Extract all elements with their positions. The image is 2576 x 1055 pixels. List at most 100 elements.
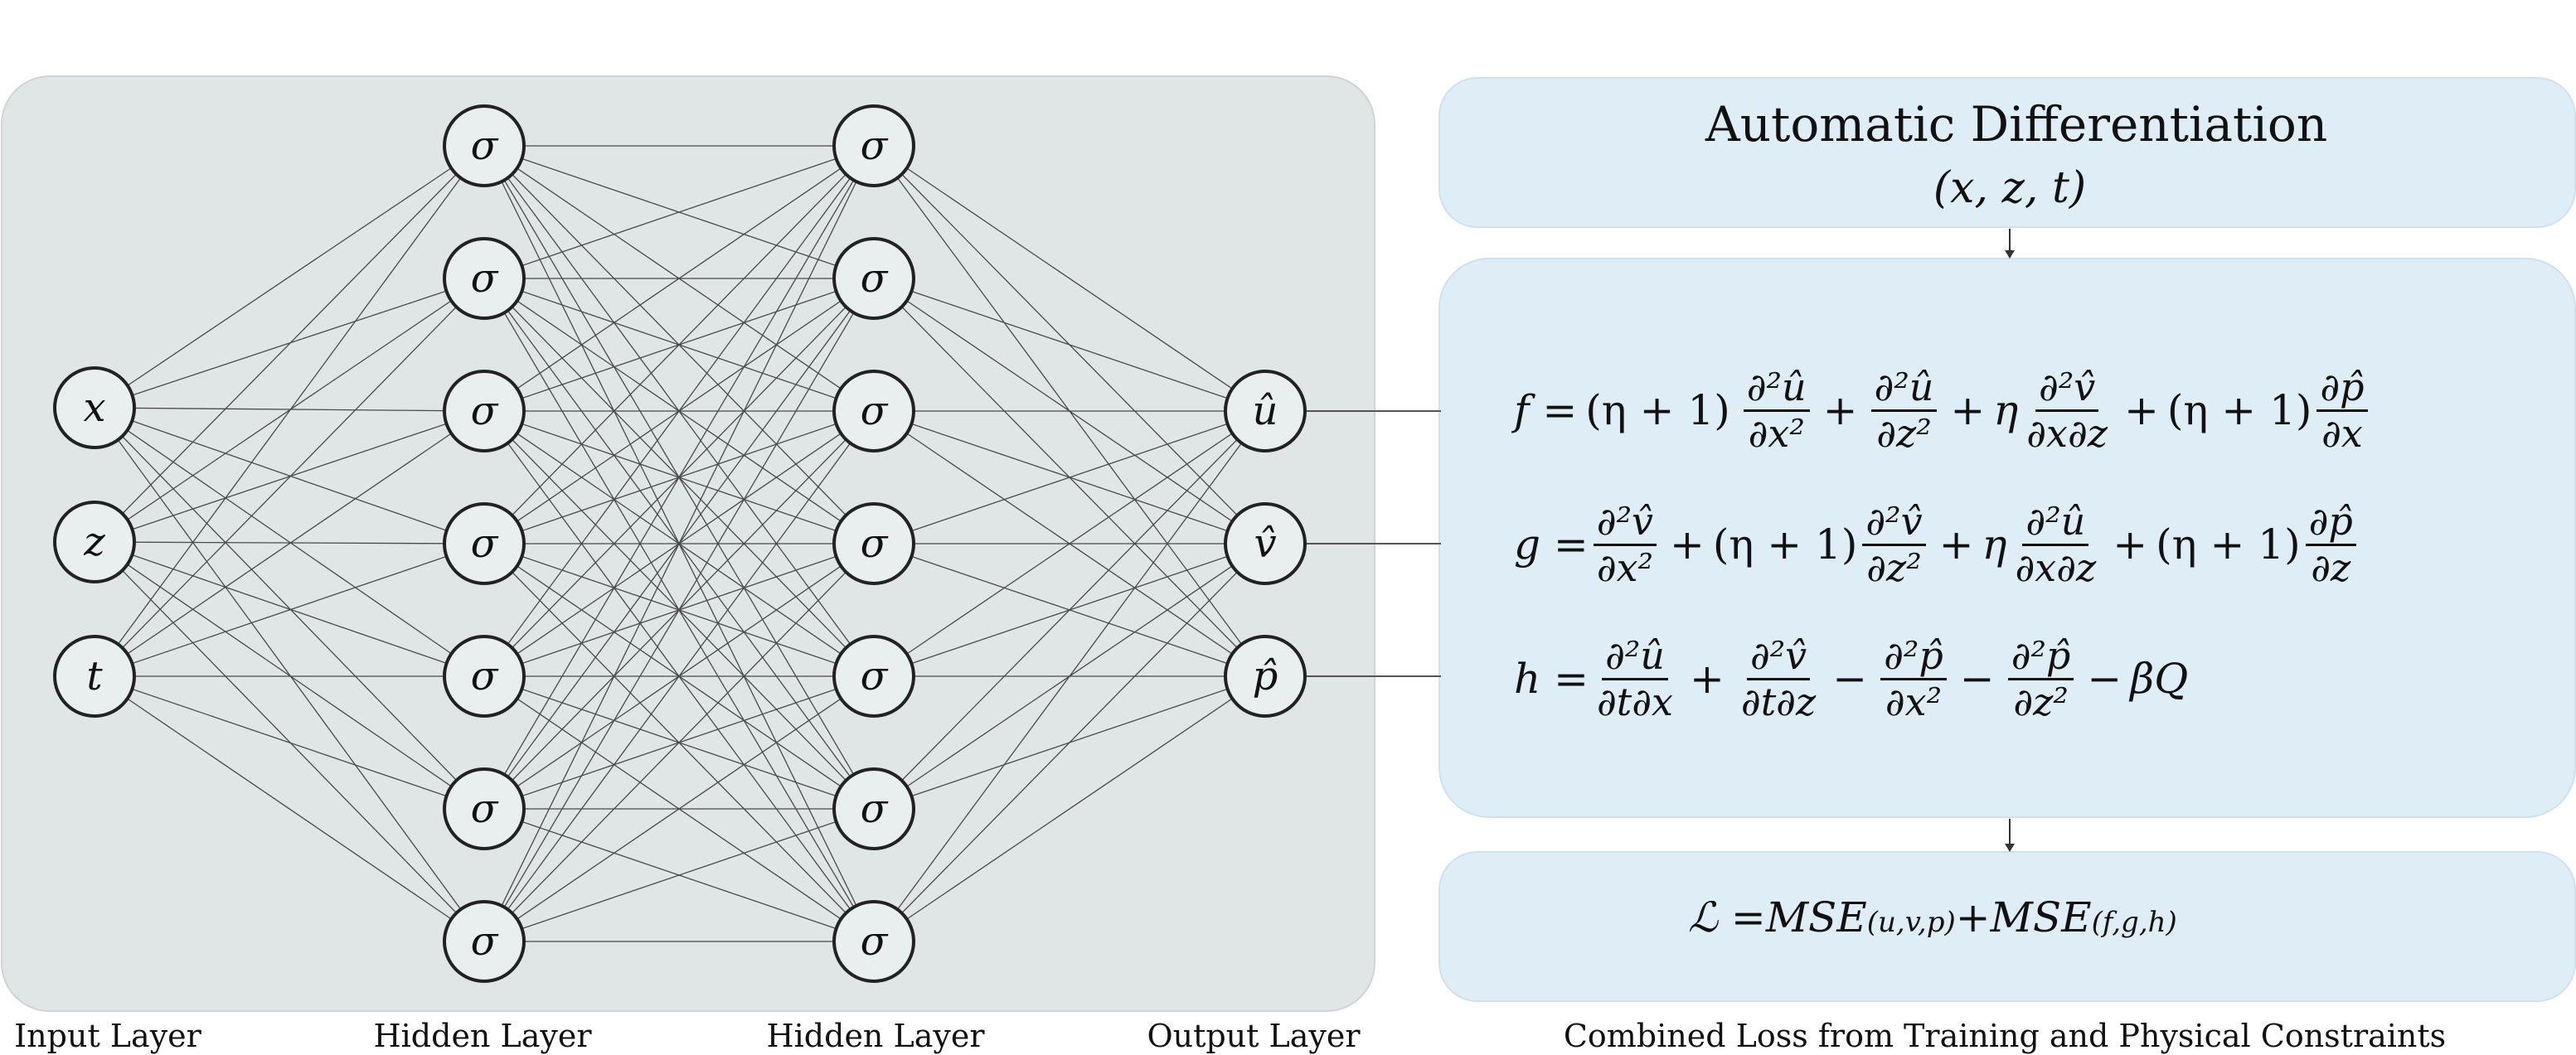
node-label: x [83,385,105,431]
eq-h-term4: ∂²p̂∂z² [2007,636,2074,722]
loss-equation: ℒ = MSE(u,v,p) + MSE(f,g,h) [1688,893,2177,941]
node-circle [53,635,136,718]
eq-h-term3: ∂²p̂∂x² [1880,636,1947,722]
loss-mse-physics: MSE [1990,893,2092,941]
eq-f-lhs: f = [1514,386,1578,434]
eq-f-term1: ∂²û∂x² [1743,367,1810,453]
edge [483,145,875,810]
autodiff-inputs: (x, z, t) [1933,163,2086,213]
output-node: v̂ [1224,502,1307,585]
edge [94,541,485,677]
hidden1-node: σ [443,635,526,718]
eq-h-term2: ∂²v̂∂t∂z [1740,633,1817,724]
node-label: p̂ [1253,653,1278,699]
edge [873,278,1266,412]
hidden2-node: σ [832,237,915,320]
edge [94,145,485,409]
eq-g-lhs: g = [1514,520,1589,569]
edge [94,145,485,543]
node-circle [832,104,915,187]
edge [94,407,485,810]
edge [873,410,1266,810]
node-circle [443,767,526,850]
node-circle [1224,635,1307,718]
node-circle [53,366,136,449]
eq-g-term2: ∂²v̂∂z² [1862,501,1926,588]
equations-panel [1438,258,2576,818]
eq-h-lhs: h = [1514,655,1589,703]
edge [873,543,1266,942]
node-circle [443,502,526,585]
output-links [1305,410,1441,677]
edge [94,407,485,412]
edge [483,278,875,942]
node-label: v̂ [1254,520,1276,567]
input-layer-label: Input Layer [14,1018,201,1054]
node-label: σ [861,388,889,434]
edge [94,410,485,543]
node-circle [832,900,915,983]
node-circle [832,237,915,320]
hidden2-node: σ [832,104,915,187]
edge [94,145,485,677]
node-circle [832,767,915,850]
output-node: û [1224,370,1307,452]
hidden-layer-2-label: Hidden Layer [767,1018,986,1054]
node-label: σ [471,786,499,832]
node-label: t [86,653,103,699]
hidden1-node: σ [443,900,526,983]
loss-sub-data: (u,v,p) [1866,906,1956,939]
node-circle [443,237,526,320]
hidden2-node: σ [832,502,915,585]
node-label: σ [471,520,499,567]
equation-h: h = ∂²û∂t∂x + ∂²v̂∂t∂z − ∂²p̂∂x² − ∂²p̂∂… [1514,633,2189,724]
edge [94,675,485,810]
arrow-head-1 [2005,250,2015,259]
edge [483,145,875,412]
node-label: σ [471,255,499,302]
edge [483,145,875,279]
hidden1-node: σ [443,104,526,187]
loss-caption: Combined Loss from Training and Physical… [1564,1018,2446,1054]
hidden1-node: σ [443,370,526,452]
eq-f-term2: ∂²û∂z² [1870,367,1938,453]
node-circle [443,104,526,187]
edge [94,543,485,677]
edge [873,145,1266,412]
node-circle [832,502,915,585]
edge [483,410,875,942]
eq-f-term3: ∂²v̂∂x∂z [2026,365,2108,456]
node-label: σ [861,653,889,699]
edge [483,808,875,942]
input-node: x [53,366,136,449]
eq-g-term1: ∂²v̂∂x² [1593,501,1657,588]
node-label: z [83,519,105,565]
equation-g: g = ∂²v̂∂x² + (η + 1) ∂²v̂∂z² + η ∂²û∂x∂… [1514,491,2361,598]
eq-f-coef1: (η + 1) [1585,386,1730,434]
equation-f: f = (η + 1) ∂²û∂x² + ∂²û∂z² + η ∂²v̂∂x∂z… [1514,356,2373,464]
output-layer-label: Output Layer [1147,1018,1361,1054]
edge [94,541,485,544]
node-circle [443,900,526,983]
autodiff-panel [1438,77,2576,228]
edge [94,675,485,942]
hidden2-node: σ [832,635,915,718]
node-label: σ [861,918,889,965]
edge [94,278,485,409]
output-node: p̂ [1224,635,1307,718]
node-label: σ [861,786,889,832]
edge [873,410,1266,544]
autodiff-title: Automatic Differentiation [1705,96,2327,152]
network-nodes: x z t σ σ σ σ σ σ σ σ σ σ σ σ σ σ û v̂ p̂ [53,104,1307,983]
node-label: σ [471,653,499,699]
loss-sub-physics: (f,g,h) [2091,906,2177,939]
hidden1-node: σ [443,767,526,850]
edge [94,410,485,677]
arrow-head-2 [2005,844,2015,852]
node-circle [832,370,915,452]
node-circle [443,370,526,452]
node-circle [53,501,136,583]
node-label: σ [861,255,889,302]
hidden2-node: σ [832,370,915,452]
